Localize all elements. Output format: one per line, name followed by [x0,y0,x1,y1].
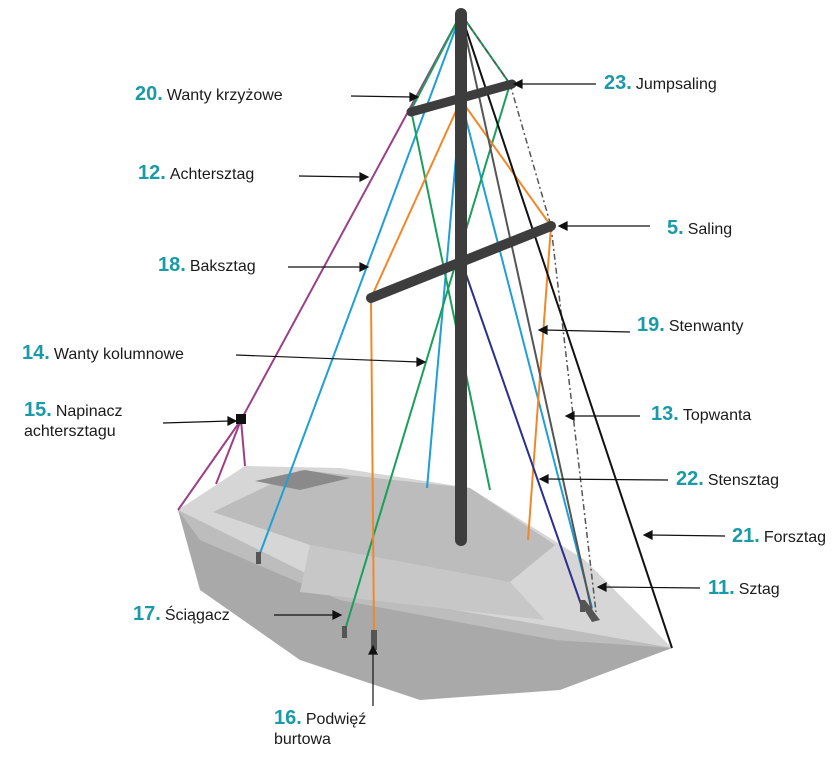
hatch [255,470,350,490]
pointer-arrows [162,79,726,706]
label-wanty-krzyzowe: 20.Wanty krzyżowe [135,83,283,105]
backstay-tensioner [236,414,246,424]
shrouds-orange [370,99,552,633]
topwanta-line [460,13,597,613]
backstay [177,13,462,511]
saling-spreader [366,221,556,303]
stenstag-line [460,259,584,611]
label-baksztag: 18.Baksztag [158,254,256,276]
label-topwanta: 13.Topwanta [651,403,752,425]
cabin-roof [213,470,555,582]
label-saling: 5.Saling [667,217,733,239]
label-jumpsaling: 23.Jumpsaling [604,72,717,94]
chainplates [256,552,600,650]
label-forsztag: 21.Forsztag [732,525,827,547]
label-podwiez-burtowa: 16.Podwięź burtowa [274,707,367,748]
stenwanty-line [460,13,593,613]
label-napinacz-achtersztagu: 15.Napinacz achtersztagu [24,399,123,440]
label-stensztag: 22.Stensztag [676,468,779,490]
label-wanty-kolumnowe: 14.Wanty kolumnowe [22,342,184,364]
cabin-side [300,545,545,620]
label-achtersztag: 12.Achtersztag [138,162,255,184]
label-stenwanty: 19.Stenwanty [637,314,744,336]
label-sciagacz: 17.Ściągacz [133,603,230,625]
label-sztag: 11.Sztag [708,577,780,599]
jumpsaling-spreader [406,79,517,117]
